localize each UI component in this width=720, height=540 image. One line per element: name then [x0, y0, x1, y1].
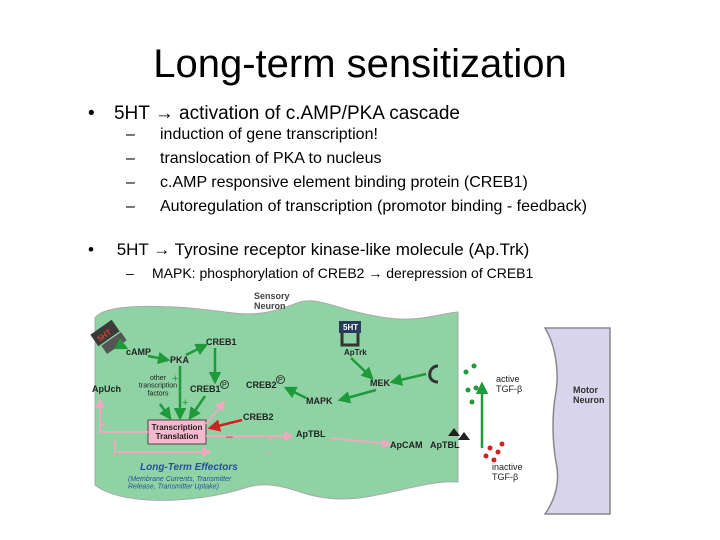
apuch-label: ApUch: [92, 384, 121, 394]
plus-mark: +: [172, 373, 178, 385]
arrow-box-creb1: [205, 400, 226, 425]
text-line: inactive: [492, 462, 523, 472]
plus-mark: +: [268, 433, 274, 445]
tgf-receptor: [428, 364, 439, 384]
text-line: (Membrane Currents, Transmitter: [128, 476, 232, 483]
bullet-1: • 5HT → activation of c.AMP/PKA cascade: [88, 103, 460, 125]
receptor-5ht-top: 5HT: [339, 321, 361, 347]
bullet-1-text: 5HT → activation of c.AMP/PKA cascade: [113, 103, 460, 124]
camp-label: cAMP: [126, 347, 151, 357]
arrow-camp-pka: [147, 351, 171, 365]
creb2-label: CREB2: [243, 412, 274, 422]
creb1-p-circle: [220, 380, 229, 389]
pink-arrows: [95, 398, 392, 457]
arrow-5ht-camp: [114, 337, 129, 350]
text-line: transcription: [139, 383, 177, 390]
slide-title: Long-term sensitization: [153, 42, 567, 86]
text-line: Neuron: [573, 395, 605, 405]
green-arrows: [114, 337, 489, 448]
receptor-5ht-top-label: 5HT: [343, 323, 358, 332]
bullet-1-item: – induction of gene transcription!: [126, 126, 378, 144]
arrow-creb2-box: [207, 418, 243, 432]
text-line: other: [150, 375, 167, 382]
bullet-1-item: – Autoregulation of transcription (promot…: [126, 198, 587, 216]
plus-mark: +: [182, 397, 188, 409]
bullet-2-item-text: MAPK: phosphorylation of CREB2 → derepre…: [152, 265, 534, 281]
bullet-1-item-text: Autoregulation of transcription (promoto…: [160, 198, 587, 215]
dash-marker: –: [126, 174, 135, 191]
text-line: Sensory: [254, 291, 290, 301]
arrow-aptrk-mek: [350, 357, 374, 380]
arrow-mek-mapk: [337, 388, 377, 404]
dash-marker: –: [126, 198, 135, 215]
text-line: Neuron: [254, 301, 286, 311]
text-line: TGF-β: [496, 384, 522, 394]
text-line: Translation: [156, 432, 199, 441]
bullet-1-item-text: induction of gene transcription!: [160, 126, 378, 143]
creb1-label: CREB1: [206, 337, 237, 347]
transcription-box: [147, 419, 207, 445]
mapk-label: MAPK: [306, 396, 333, 406]
dash-marker: –: [126, 150, 135, 167]
minus-mark: –: [226, 429, 233, 443]
apcam-label: ApCAM: [390, 440, 423, 450]
aptrk-label: ApTrk: [344, 348, 367, 357]
creb2-p-mark: P: [278, 377, 283, 384]
plus-mark: +: [100, 419, 106, 431]
arrow-box-effectors: [114, 440, 212, 457]
bullet-1-item: – translocation of PKA to nucleus: [126, 150, 381, 168]
dash-marker: –: [126, 265, 134, 281]
bullet-marker: •: [88, 103, 95, 124]
sensory-neuron-body: [94, 300, 459, 501]
text-line: Release, Transmitter Uptake): [128, 484, 219, 491]
dash-marker: –: [126, 126, 135, 143]
creb2-p-label: CREB2: [246, 380, 277, 390]
text-line: Transcription: [152, 423, 203, 432]
creb1-p-label: CREB1: [190, 384, 221, 394]
pka-label: PKA: [170, 355, 190, 365]
creb2-p-circle: [276, 375, 285, 384]
arrow-factors-box: [158, 403, 172, 421]
arrow-box-apuch: [95, 398, 148, 433]
text-line: factors: [147, 390, 169, 397]
bullet-1-item-text: translocation of PKA to nucleus: [160, 150, 382, 167]
text-line: Motor: [573, 385, 598, 395]
minus-mark: –: [266, 445, 273, 459]
bullet-2-text: 5HT → Tyrosine receptor kinase-like mole…: [116, 240, 530, 259]
creb1-p-mark: P: [222, 382, 227, 389]
arrow-creb1p-box: [188, 395, 207, 421]
text-line: TGF-β: [492, 472, 518, 482]
bullet-marker: •: [88, 240, 94, 259]
bullet-2-item: – MAPK: phosphorylation of CREB2 → derepr…: [126, 265, 533, 281]
aptbl-inner-label: ApTBL: [296, 429, 326, 439]
arrow-mapk-creb2: [283, 386, 307, 400]
motor-neuron-body: [543, 327, 611, 515]
lt-effectors-title: Long-Term Effectors: [140, 462, 238, 473]
arrow-aptbl-apcam: [329, 437, 392, 449]
arrow-pka-creb1: [185, 343, 209, 357]
bullet-2: • 5HT → Tyrosine receptor kinase-like mo…: [88, 240, 529, 260]
text-line: active: [496, 374, 520, 384]
mek-label: MEK: [370, 378, 391, 388]
aptbl-outer-label: ApTBL: [430, 440, 460, 450]
tgf-dots: [448, 363, 505, 463]
bullet-1-item-text: c.AMP responsive element binding protein…: [160, 174, 528, 191]
arrow-tgf-mek: [389, 372, 427, 386]
bullet-1-item: – c.AMP responsive element binding protei…: [126, 174, 528, 192]
